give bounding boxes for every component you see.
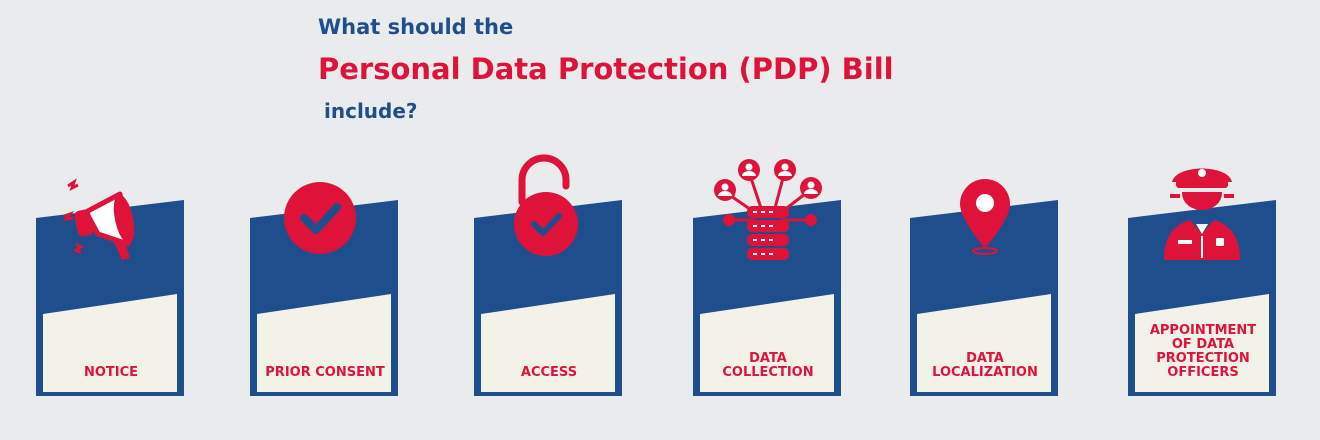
card-prior-consent: PRIOR CONSENT [250, 150, 400, 400]
database-users-icon [714, 159, 822, 260]
card-frame [36, 200, 184, 396]
location-pin-icon [960, 179, 1010, 255]
card-data-protection-officers: APPOINTMENT OF DATA PROTECTION OFFICERS [1128, 150, 1278, 400]
heading-line-1: What should the [318, 15, 514, 39]
card-frame [910, 200, 1058, 396]
card-label: DATA LOCALIZATION [932, 351, 1038, 380]
check-circle-icon [284, 182, 356, 254]
card-notice: NOTICE [36, 150, 186, 400]
card-data-localization: DATA LOCALIZATION [910, 150, 1060, 400]
card-label: NOTICE [83, 365, 139, 380]
card-frame [474, 200, 622, 396]
card-frame [693, 200, 841, 396]
card-access: ACCESS [474, 150, 624, 400]
unlocked-padlock-icon [514, 154, 578, 256]
card-data-collection: DATA COLLECTION [693, 150, 843, 400]
heading-line-3: include? [324, 99, 418, 123]
card-label: ACCESS [520, 365, 578, 380]
card-frame [250, 200, 398, 396]
card-label: DATA COLLECTION [722, 351, 814, 380]
card-label: APPOINTMENT OF DATA PROTECTION OFFICERS [1149, 323, 1257, 380]
megaphone-icon [62, 178, 135, 260]
card-label: PRIOR CONSENT [265, 365, 385, 380]
heading-title: Personal Data Protection (PDP) Bill [318, 52, 894, 86]
officer-icon [1164, 168, 1240, 260]
